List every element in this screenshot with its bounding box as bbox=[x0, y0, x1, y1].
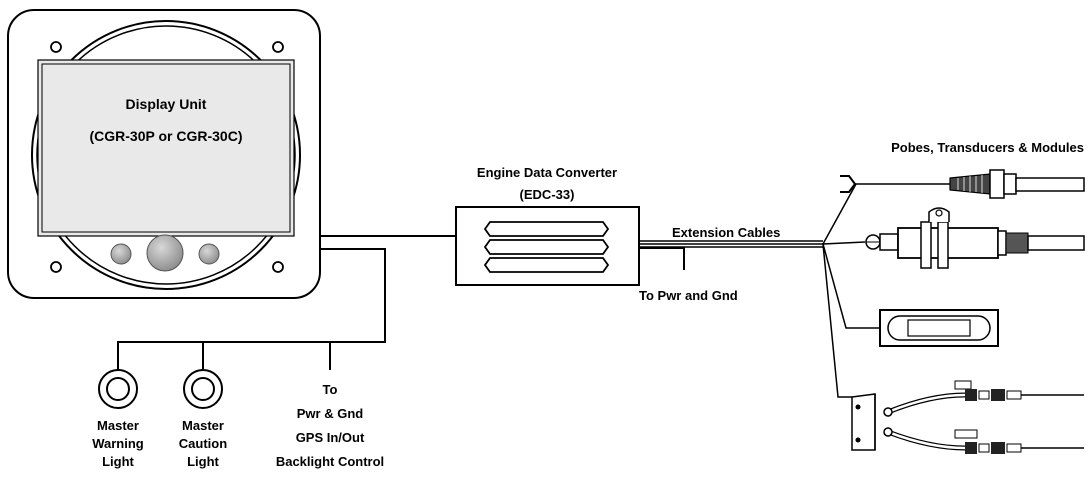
backlight-label: Backlight Control bbox=[276, 454, 384, 469]
converter-vent-icon bbox=[483, 239, 610, 255]
warning-light-label-3: Light bbox=[102, 454, 134, 469]
extension-cables bbox=[639, 183, 880, 398]
display-unit: Display Unit (CGR-30P or CGR-30C) bbox=[7, 9, 321, 299]
extension-cables-label: Extension Cables bbox=[672, 225, 780, 240]
transducer-icon bbox=[865, 207, 1085, 269]
display-harness-wire bbox=[117, 248, 386, 370]
display-unit-title: Display Unit bbox=[126, 96, 207, 112]
sensor-bracket-icon bbox=[851, 380, 1084, 454]
center-knob-icon bbox=[146, 234, 184, 272]
right-button-icon bbox=[198, 243, 220, 265]
mounting-screw-icon bbox=[50, 261, 62, 273]
caution-light-label-2: Caution bbox=[179, 436, 227, 451]
converter-title: Engine Data Converter bbox=[477, 165, 617, 180]
caution-light-inner-icon bbox=[191, 377, 215, 401]
pwr-gnd-label: Pwr & Gnd bbox=[297, 406, 364, 421]
master-warning-light bbox=[98, 369, 138, 409]
display-unit-models: (CGR-30P or CGR-30C) bbox=[90, 128, 243, 144]
engine-data-converter bbox=[455, 206, 640, 286]
fuel-flow-module-icon bbox=[879, 309, 999, 347]
warning-light-label-1: Master bbox=[97, 418, 139, 433]
temperature-probe-icon bbox=[840, 169, 1085, 199]
converter-vent-icon bbox=[483, 257, 610, 273]
left-button-icon bbox=[110, 243, 132, 265]
converter-power-wire bbox=[639, 247, 685, 270]
converter-model: (EDC-33) bbox=[520, 187, 575, 202]
converter-vent-icon bbox=[483, 221, 610, 237]
caution-light-label-3: Light bbox=[187, 454, 219, 469]
gps-label: GPS In/Out bbox=[296, 430, 365, 445]
mounting-screw-icon bbox=[50, 41, 62, 53]
caution-light-label-1: Master bbox=[182, 418, 224, 433]
warning-light-label-2: Warning bbox=[92, 436, 144, 451]
mounting-screw-icon bbox=[272, 261, 284, 273]
to-pwr-gnd-label: To Pwr and Gnd bbox=[639, 288, 738, 303]
to-label: To bbox=[323, 382, 338, 397]
display-screen-frame bbox=[41, 63, 291, 233]
display-wiring bbox=[117, 235, 456, 370]
master-caution-light bbox=[183, 369, 223, 409]
warning-light-inner-icon bbox=[106, 377, 130, 401]
mounting-screw-icon bbox=[272, 41, 284, 53]
probes-header: Pobes, Transducers & Modules bbox=[891, 140, 1084, 155]
display-screen bbox=[37, 59, 295, 237]
